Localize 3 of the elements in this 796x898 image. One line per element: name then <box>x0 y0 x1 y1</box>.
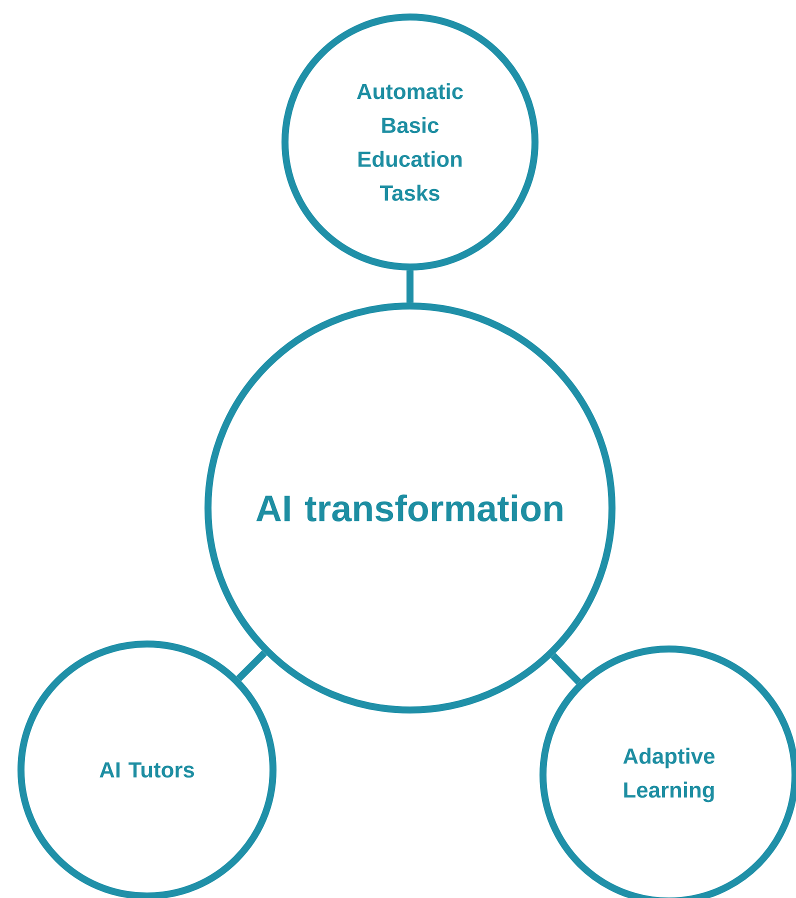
connector-line <box>550 653 582 684</box>
connector-line <box>406 270 414 302</box>
connector-line <box>236 650 267 682</box>
